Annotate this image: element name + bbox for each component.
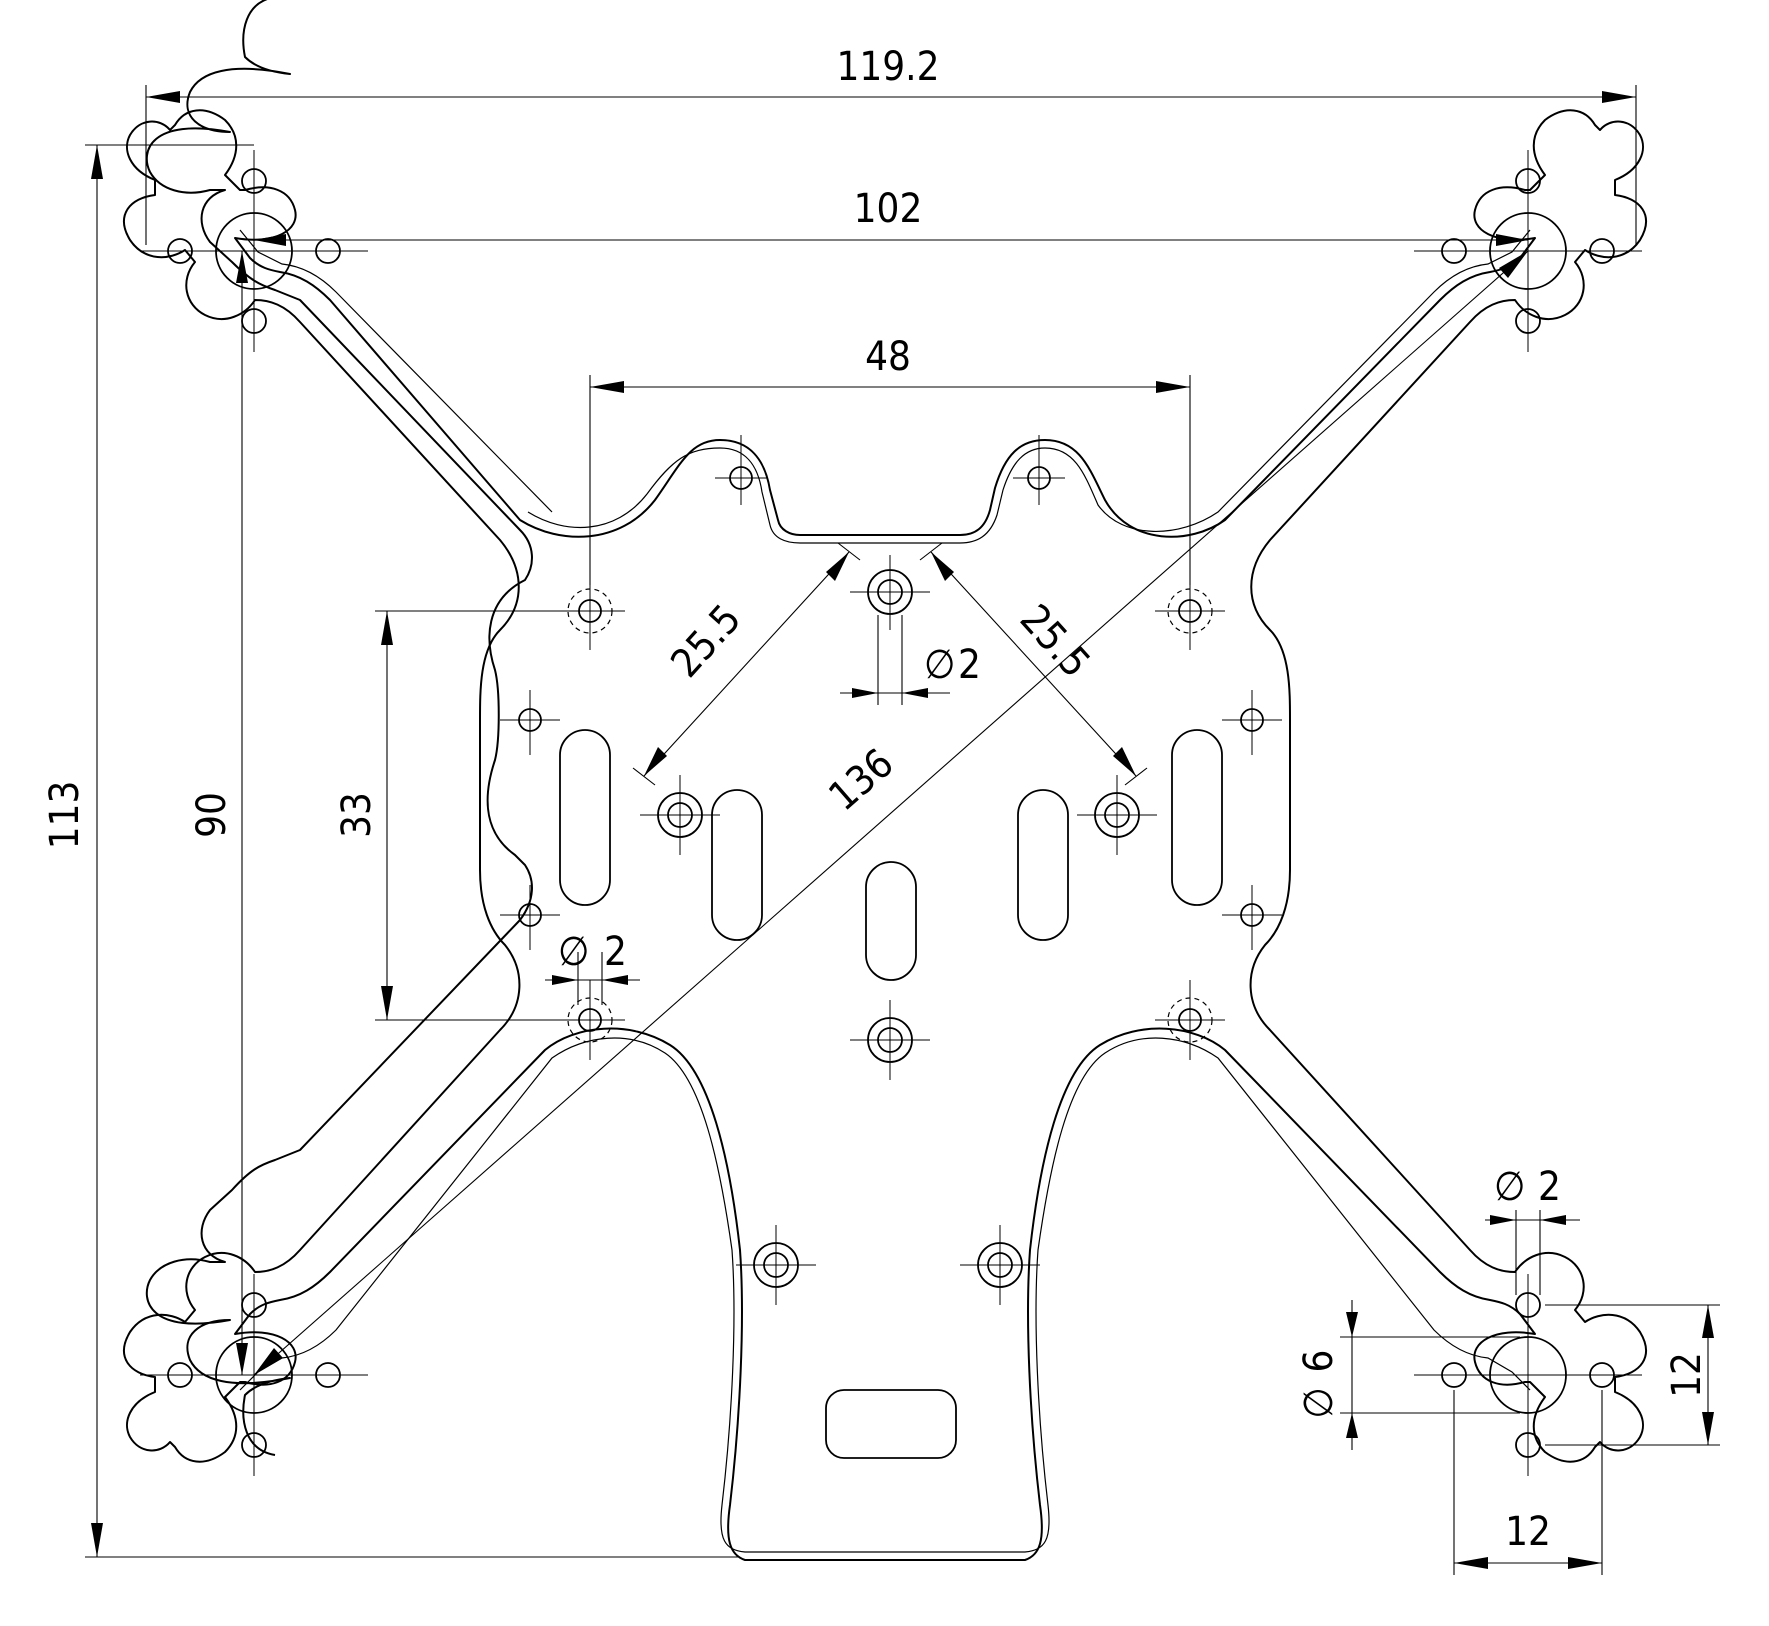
dim-motor-spacing-x: 102 bbox=[854, 186, 923, 232]
dim-slot-spacing: 48 bbox=[865, 334, 911, 380]
center-marks bbox=[140, 150, 1642, 1476]
dim-motor-hole-value: 6 bbox=[1296, 1350, 1342, 1373]
dim-mount-spacing-y: 33 bbox=[334, 792, 380, 838]
dim-hole-top: ∅ 2 bbox=[924, 642, 981, 688]
dim-overall-width: 119.2 bbox=[837, 44, 940, 90]
dim-motor-pattern-v: 12 bbox=[1664, 1352, 1710, 1398]
dim-motor-hole: ∅ 6 bbox=[1296, 1350, 1342, 1419]
slots bbox=[559, 729, 1223, 1459]
dim-diagonal-left: 25.5 bbox=[662, 596, 750, 686]
dim-diagonal-136: 136 bbox=[820, 740, 902, 820]
dim-diagonal-right: 25.5 bbox=[1011, 596, 1099, 686]
side-holes bbox=[518, 708, 1264, 927]
diameter-symbol: ∅ bbox=[1296, 1387, 1342, 1418]
battery-slot bbox=[825, 1389, 957, 1459]
diameter-symbol: ∅ bbox=[558, 929, 589, 975]
diameter-symbol: ∅ bbox=[1494, 1164, 1525, 1210]
dim-overall-height: 113 bbox=[42, 781, 88, 850]
dimension-lines bbox=[85, 85, 1720, 1575]
dim-hole-left-value: 2 bbox=[604, 929, 627, 975]
dim-motor-pattern-h: 12 bbox=[1505, 1509, 1551, 1555]
dim-hole-left: ∅ 2 bbox=[558, 929, 627, 975]
dimension-labels: 119.2 102 48 25.5 25.5 136 ∅ 2 ∅ 2 ∅ 2 1… bbox=[42, 44, 1710, 1555]
dim-motor-spacing-y: 90 bbox=[189, 792, 235, 838]
dim-hole-top-value: 2 bbox=[958, 642, 981, 688]
dim-hole-arm: ∅ 2 bbox=[1494, 1164, 1561, 1210]
frame-outline bbox=[123, 0, 1647, 1561]
dim-hole-arm-value: 2 bbox=[1538, 1164, 1561, 1210]
diameter-symbol: ∅ bbox=[924, 642, 955, 688]
